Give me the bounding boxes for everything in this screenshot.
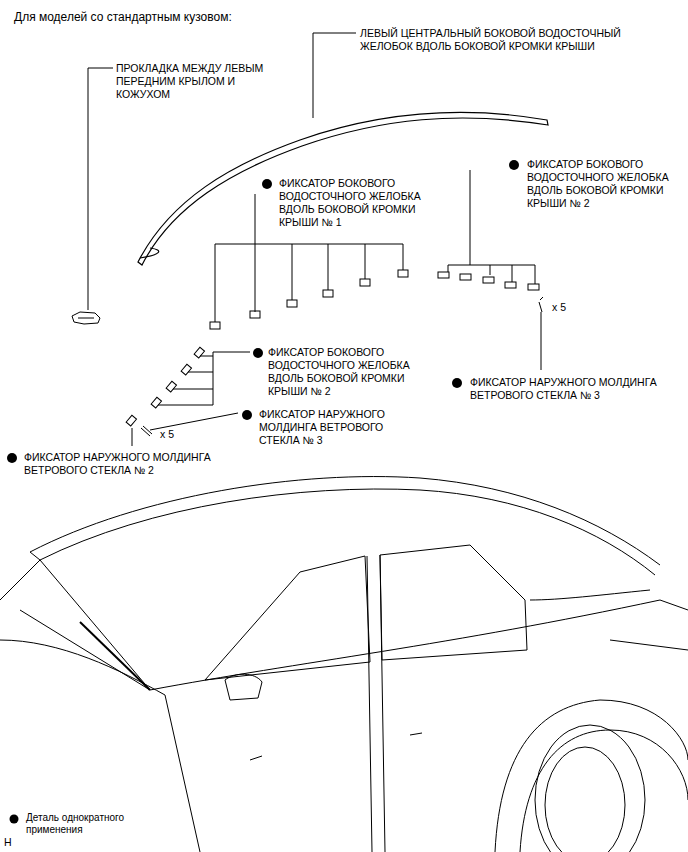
quantity: x 5 [160,428,200,441]
quantity: x 5 [552,301,592,314]
fender-seal-part [72,312,100,324]
car-illustration [0,477,688,852]
part-name: ФИКСАТОР БОКОВОГО ВОДОСТОЧНОГО ЖЕЛОБКА В… [279,177,439,229]
legend-text: Деталь однократного применения [26,812,156,836]
heading: Для моделей со стандартным кузовом: [14,10,232,24]
part-name: ФИКСАТОР НАРУЖНОГО МОЛДИНГА ВЕТРОВОГО СТ… [259,408,407,447]
part-name: ФИКСАТОР БОКОВОГО ВОДОСТОЧНОГО ЖЕЛОБКА В… [268,346,428,398]
part-name: ФИКСАТОР НАРУЖНОГО МОЛДИНГА ВЕТРОВОГО СТ… [470,376,680,402]
part-name: ПРОКЛАДКА МЕЖДУ ЛЕВЫМ ПЕРЕДНИМ КРЫЛОМ И … [116,62,266,101]
part-name: ЛЕВЫЙ ЦЕНТРАЛЬНЫЙ БОКОВОЙ ВОДОСТОЧНЫЙ ЖЕ… [360,27,660,53]
figure-code: H [4,836,24,849]
roof-rail-part [138,112,548,265]
part-name: ФИКСАТОР БОКОВОГО ВОДОСТОЧНОГО ЖЕЛОБКА В… [527,158,682,210]
part-name: ФИКСАТОР НАРУЖНОГО МОЛДИНГА ВЕТРОВОГО СТ… [24,451,244,477]
